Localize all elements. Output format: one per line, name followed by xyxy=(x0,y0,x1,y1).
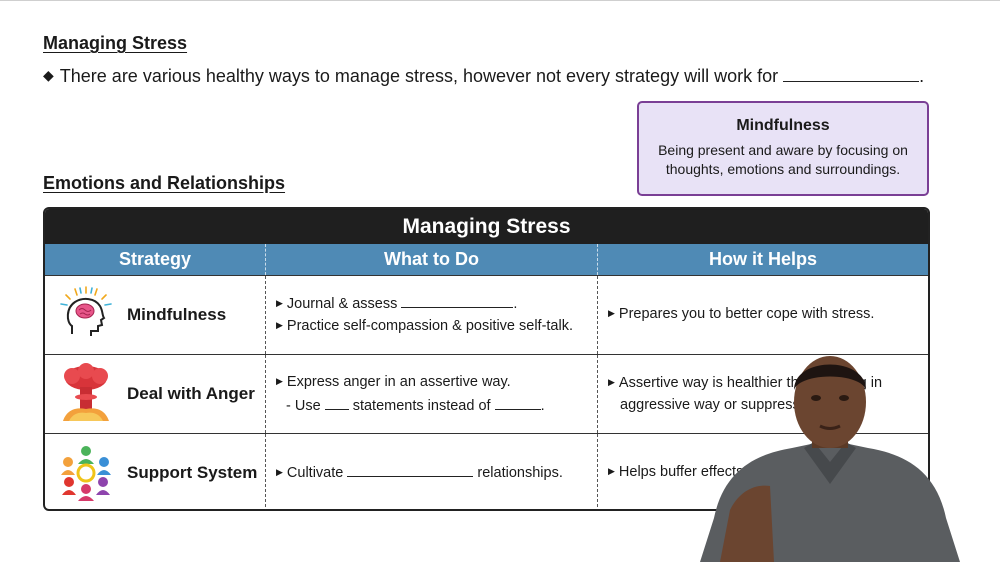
fill-in-blank xyxy=(494,394,541,410)
table-row: Deal with Anger ▶Express anger in an ass… xyxy=(45,354,928,433)
list-item: ▶Helps buffer effects xyxy=(608,462,928,484)
intro-bullet: ◆ There are various healthy ways to manag… xyxy=(43,66,924,87)
table-row: Support System ▶Cultivate relationships.… xyxy=(45,433,928,509)
top-divider xyxy=(0,0,1000,1)
strategy-label: Support System xyxy=(127,463,258,482)
list-item-text: Helps buffer effects xyxy=(618,464,744,480)
list-item-text: Assertive way is healthier th xyxy=(618,374,799,391)
triangle-bullet-icon: ▶ xyxy=(608,308,615,318)
list-item: ▶Practice self-compassion & positive sel… xyxy=(276,316,597,338)
mushroom-cloud-icon xyxy=(53,361,119,427)
what-to-do-cell: ▶Journal & assess . ▶Practice self-compa… xyxy=(266,276,598,354)
strategy-table: Managing Stress Strategy What to Do How … xyxy=(43,207,930,511)
diamond-bullet-icon: ◆ xyxy=(43,67,54,83)
triangle-bullet-icon: ▶ xyxy=(608,376,615,387)
column-header-helps: How it Helps xyxy=(708,249,817,269)
definition-term: Mindfulness xyxy=(736,117,830,134)
list-item: ▶Journal & assess . xyxy=(276,292,597,316)
table-header-row: Strategy What to Do How it Helps xyxy=(45,244,928,275)
triangle-bullet-icon: ▶ xyxy=(276,298,283,308)
triangle-bullet-icon: ▶ xyxy=(276,467,283,477)
fill-in-blank xyxy=(783,66,920,82)
presenter-video-overlay xyxy=(700,350,960,562)
column-header-what: What to Do xyxy=(266,244,598,275)
list-sub-item: - Use statements instead of . xyxy=(276,394,597,417)
list-item-continued: aggressive way or suppress xyxy=(608,395,928,416)
table-title: Managing Stress xyxy=(45,209,928,244)
managing-stress-heading: Managing Stress xyxy=(43,33,188,53)
definition-text: Being present and aware by focusing on t… xyxy=(658,142,908,177)
intro-bullet-text: There are various healthy ways to manage… xyxy=(59,66,779,86)
list-item-end: . xyxy=(513,296,518,312)
definition-box: Mindfulness Being present and aware by f… xyxy=(637,101,929,196)
strategy-label: Deal with Anger xyxy=(127,384,255,403)
fill-in-blank xyxy=(324,394,349,410)
list-item-text: Practice self-compassion & positive self… xyxy=(286,318,573,334)
fill-in-blank xyxy=(401,292,514,308)
list-item-text: Express anger in an assertive way. xyxy=(286,373,511,390)
column-header-strategy: Strategy xyxy=(45,244,266,275)
list-item-text: aggressive way or suppress xyxy=(620,396,800,413)
brain-head-icon xyxy=(53,282,119,348)
table-row: Mindfulness ▶Journal & assess . ▶Practic… xyxy=(45,275,928,354)
triangle-bullet-icon: ▶ xyxy=(608,466,615,476)
list-item: ▶Prepares you to better cope with stress… xyxy=(608,304,928,326)
list-item: ▶Express anger in an assertive way. xyxy=(276,372,597,394)
list-item: ▶Cultivate relationships. xyxy=(276,461,597,485)
list-item-text: relationships. xyxy=(477,465,563,481)
people-circle-icon xyxy=(53,440,119,506)
how-it-helps-cell: ▶Helps buffer effects xyxy=(598,434,928,509)
list-item-end: . xyxy=(540,397,545,414)
list-item-text: Journal & assess xyxy=(286,296,398,312)
list-item-text: Cultivate xyxy=(286,465,344,481)
what-to-do-cell: ▶Express anger in an assertive way. - Us… xyxy=(266,355,598,433)
list-item-text: Prepares you to better cope with stress. xyxy=(618,306,875,322)
triangle-bullet-icon: ▶ xyxy=(276,320,283,330)
how-it-helps-cell: ▶Prepares you to better cope with stress… xyxy=(598,276,928,354)
strategy-cell: Mindfulness xyxy=(45,276,266,354)
what-to-do-cell: ▶Cultivate relationships. xyxy=(266,434,598,509)
emotions-heading: Emotions and Relationships xyxy=(43,173,286,193)
strategy-label: Mindfulness xyxy=(127,305,227,324)
list-item-text: - Use xyxy=(286,397,321,414)
fill-in-blank xyxy=(347,461,474,477)
strategy-cell: Support System xyxy=(45,434,266,509)
triangle-bullet-icon: ▶ xyxy=(276,375,283,386)
intro-bullet-end: . xyxy=(919,66,925,86)
list-item-text: statements instead of xyxy=(352,397,491,414)
strategy-cell: Deal with Anger xyxy=(45,355,266,433)
